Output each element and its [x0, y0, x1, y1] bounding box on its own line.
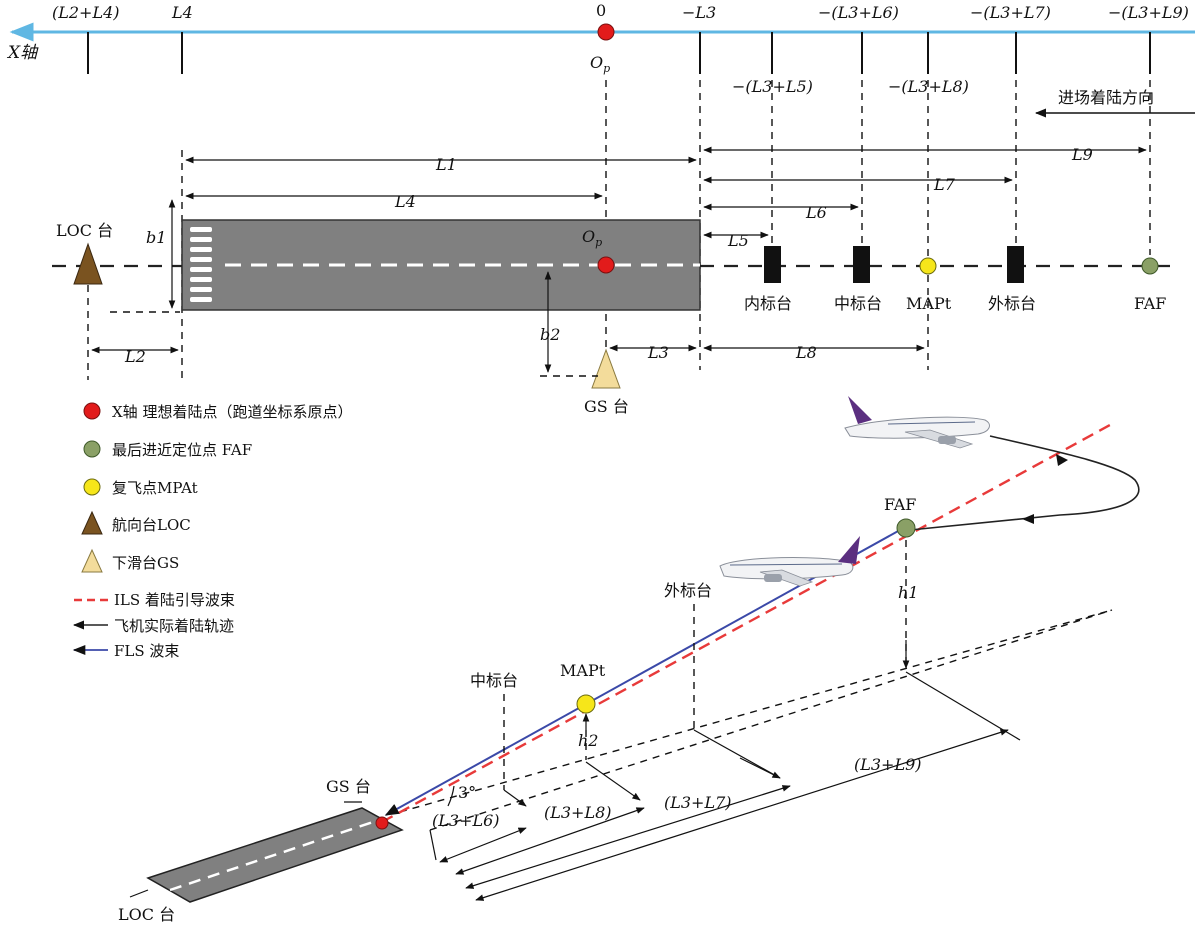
dim-l7: L7 — [933, 175, 956, 194]
loc-station-icon — [73, 242, 103, 285]
h1-label: h1 — [898, 583, 918, 602]
aircraft-track — [909, 435, 1140, 531]
dim-l6: L6 — [805, 203, 827, 222]
touchdown-point-label: Op — [582, 227, 602, 249]
dim-l5: L5 — [727, 231, 749, 250]
inner-marker-icon — [764, 246, 781, 283]
middle-marker-perspective-label: 中标台 — [470, 671, 518, 690]
dim-l9: L9 — [1071, 145, 1093, 164]
dist-l3l7: (L3+L7) — [664, 793, 732, 812]
faf-point-icon — [1141, 257, 1159, 275]
tick-label-neg-l3l7: −(L3+L7) — [970, 3, 1051, 22]
tick-label-neg-l3l6: −(L3+L6) — [818, 3, 899, 22]
legend-ils-label: ILS 着陆引导波束 — [114, 591, 235, 609]
inner-marker-label: 内标台 — [744, 294, 792, 313]
faf-perspective-label: FAF — [884, 495, 916, 514]
legend-faf-icon — [83, 440, 101, 458]
faf-perspective-icon — [896, 518, 916, 538]
legend-ideal-icon — [83, 402, 101, 420]
ils-beam — [381, 423, 1111, 824]
origin-point — [597, 23, 615, 41]
legend: X轴 理想着陆点（跑道坐标系原点） 最后进近定位点 FAF 复飞点MPAt 航向… — [72, 402, 352, 660]
dim-l1: L1 — [435, 155, 457, 174]
dist-l3l6: (L3+L6) — [432, 811, 500, 830]
origin-label: Op — [590, 53, 610, 75]
runway-threshold-marks — [190, 227, 212, 302]
legend-ideal-label: X轴 理想着陆点（跑道坐标系原点） — [112, 403, 352, 421]
outer-marker-icon — [1007, 246, 1024, 283]
outer-marker-label: 外标台 — [988, 294, 1036, 313]
legend-track-label: 飞机实际着陆轨迹 — [114, 617, 234, 635]
plan-view: LOC 台 Op 内标台 中标台 MAPt 外标台 FAF GS 台 L1 L4… — [52, 80, 1170, 416]
aircraft-icon — [719, 536, 860, 587]
mapt-perspective-icon — [576, 694, 596, 714]
dim-l4: L4 — [394, 192, 416, 211]
touchdown-perspective-icon — [375, 816, 389, 830]
mapt-point-icon — [919, 257, 937, 275]
tick-label-neg-l3: −L3 — [682, 3, 716, 22]
legend-loc-icon — [81, 510, 103, 535]
tick-label-origin: 0 — [596, 1, 606, 20]
mapt-perspective-label: MAPt — [560, 661, 606, 680]
mapt-label: MAPt — [906, 294, 952, 313]
loc-perspective-label: LOC 台 — [118, 905, 175, 924]
dim-b2: b2 — [540, 325, 560, 344]
h2-label: h2 — [578, 731, 598, 750]
touchdown-point — [597, 256, 615, 274]
runway-perspective-centerline — [169, 817, 383, 892]
middle-marker-icon — [853, 246, 870, 283]
legend-loc-label: 航向台LOC — [112, 516, 191, 534]
legend-gs-icon — [81, 548, 103, 573]
x-axis: X轴 (L2+L4) L4 0 −L3 −(L3+L5) −(L3+L6) −(… — [6, 1, 1195, 96]
gs-perspective-label: GS 台 — [326, 777, 371, 796]
tick-label-l2l4: (L2+L4) — [52, 3, 120, 22]
loc-station-label: LOC 台 — [56, 221, 113, 240]
middle-marker-label: 中标台 — [834, 294, 882, 313]
outer-marker-perspective-label: 外标台 — [664, 581, 712, 600]
dist-l3l9: (L3+L9) — [854, 755, 922, 774]
legend-fls-label: FLS 波束 — [114, 642, 179, 660]
approach-direction-label: 进场着陆方向 — [1058, 88, 1154, 107]
legend-gs-label: 下滑台GS — [112, 554, 179, 572]
approach-direction: 进场着陆方向 — [1034, 88, 1195, 118]
dim-b1: b1 — [146, 228, 166, 247]
perspective-view: FAF h1 外标台 中标台 MAPt h2 GS 台 3° LOC 台 (L3… — [118, 396, 1140, 924]
gs-station-icon — [591, 348, 621, 389]
tick-label-l4: L4 — [171, 3, 193, 22]
faf-label: FAF — [1134, 294, 1166, 313]
dim-l2: L2 — [124, 347, 146, 366]
x-axis-label: X轴 — [6, 43, 39, 63]
glide-angle-label: 3° — [458, 783, 476, 802]
legend-faf-label: 最后进近定位点 FAF — [112, 441, 252, 459]
tick-label-neg-l3l9: −(L3+L9) — [1108, 3, 1189, 22]
dim-l8: L8 — [795, 343, 817, 362]
legend-mapt-icon — [83, 478, 101, 496]
legend-mapt-label: 复飞点MPAt — [112, 479, 198, 497]
aircraft-icon — [844, 396, 990, 449]
dim-l3: L3 — [647, 343, 669, 362]
gs-station-label: GS 台 — [584, 397, 629, 416]
dist-l3l8: (L3+L8) — [544, 803, 612, 822]
